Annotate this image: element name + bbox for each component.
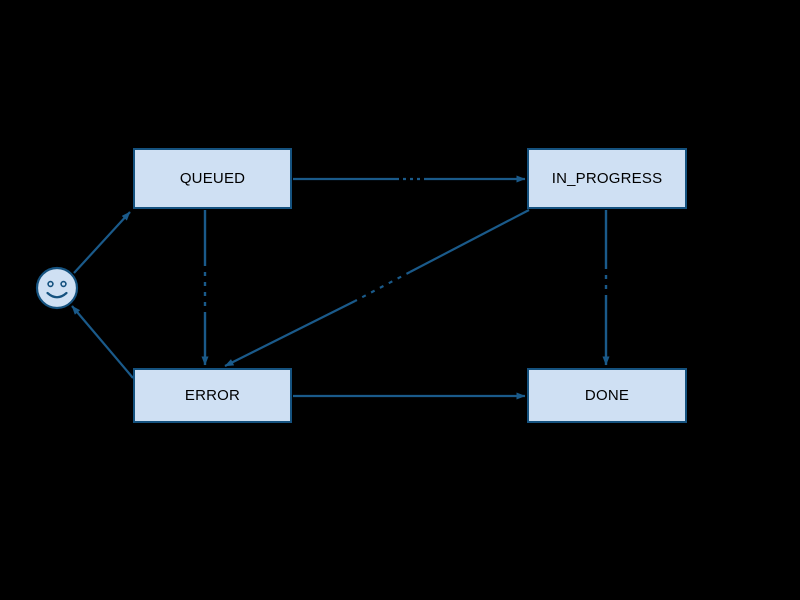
state-node-in-progress[interactable]: IN_PROGRESS [527, 148, 687, 209]
start-node[interactable] [35, 266, 79, 310]
state-node-in-progress-label: IN_PROGRESS [551, 170, 663, 187]
smiley-eye-right [60, 280, 67, 288]
edge-in-progress-to-error-gap [354, 271, 411, 302]
smiley-mouth [46, 291, 68, 299]
edge-start-to-queued [73, 211, 131, 274]
edge-in-progress-to-error-seg2 [224, 300, 356, 367]
state-node-done-label: DONE [584, 387, 630, 404]
smiley-face-icon [35, 266, 79, 310]
smiley-eye-left [47, 280, 54, 288]
state-node-queued[interactable]: QUEUED [133, 148, 292, 209]
state-node-error-label: ERROR [184, 387, 241, 404]
state-node-queued-label: QUEUED [179, 170, 246, 187]
state-node-done[interactable]: DONE [527, 368, 687, 423]
edge-in-progress-to-error-seg1 [409, 209, 530, 273]
edge-error-to-start [71, 305, 134, 379]
state-node-error[interactable]: ERROR [133, 368, 292, 423]
